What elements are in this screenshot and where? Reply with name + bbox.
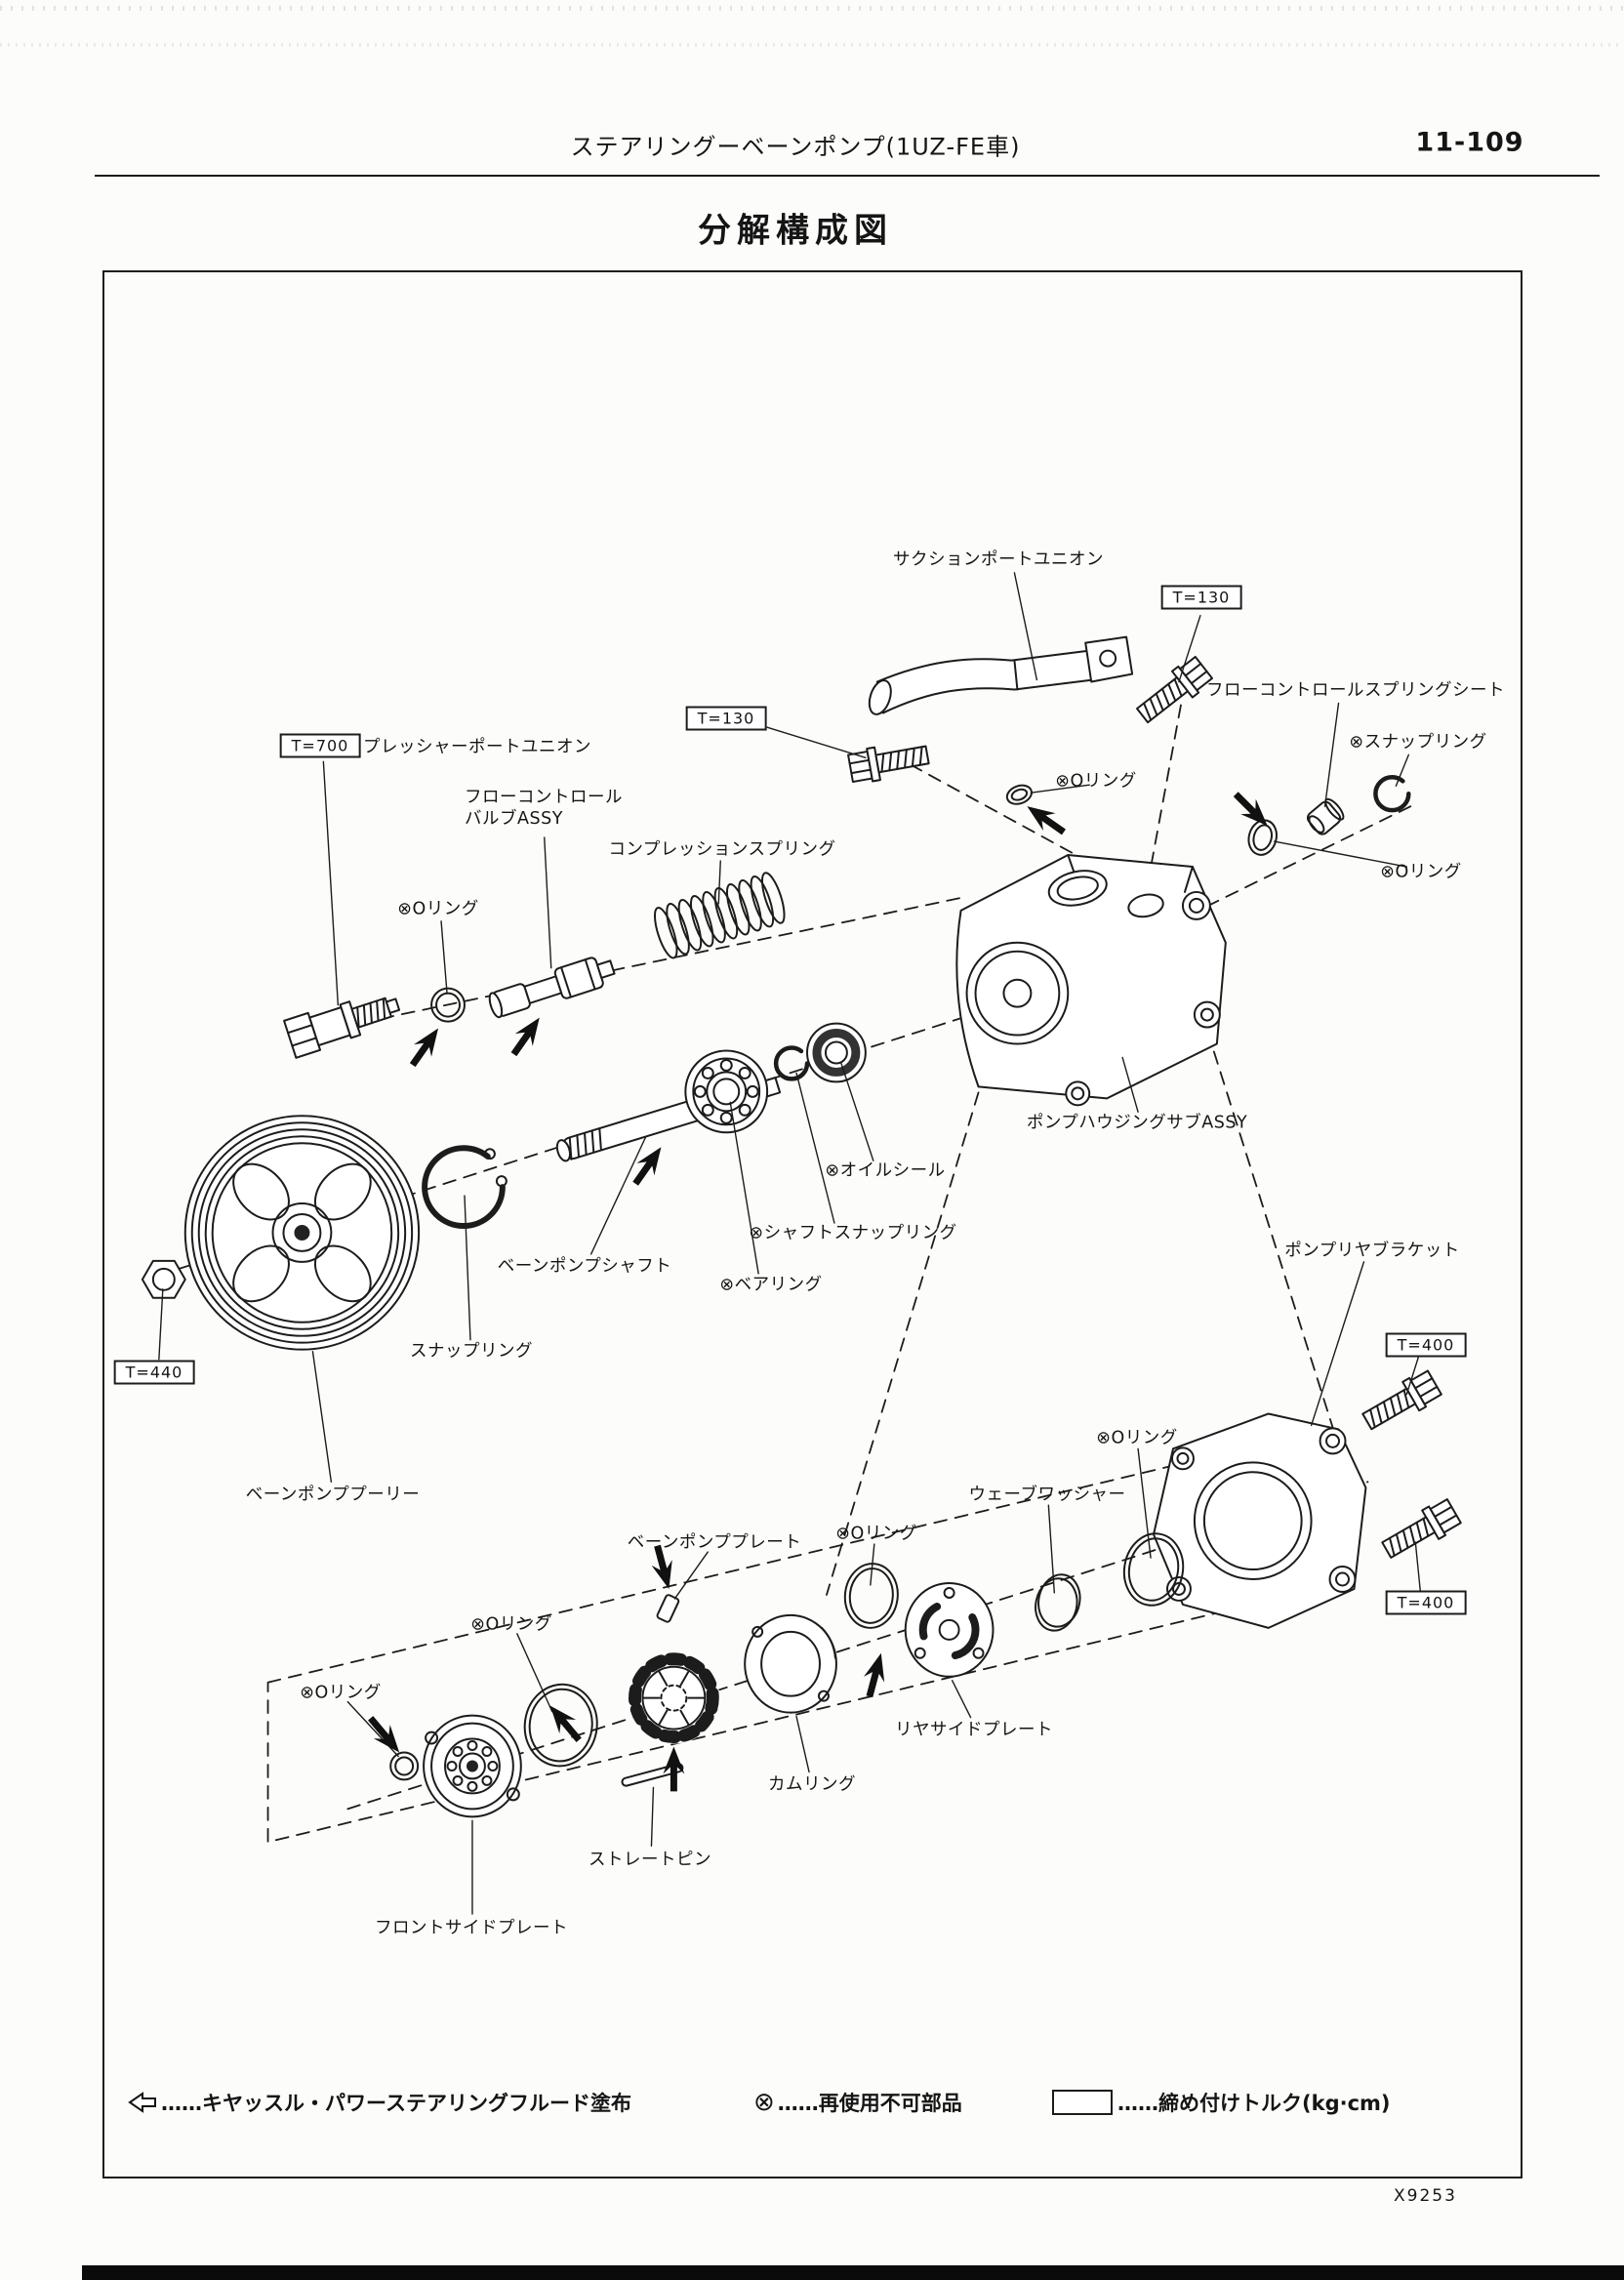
label-snap-ring-top: ⊗スナップリング [1349, 732, 1487, 753]
cast-arrow-icon [128, 2092, 156, 2113]
rear-bracket-drawing [1153, 1412, 1367, 1629]
oring-front-large-drawing [523, 1683, 598, 1768]
non-reusable-icon: ⊗ [753, 2088, 775, 2117]
label-pressure-port-union: プレッシャーポートユニオン [363, 737, 591, 757]
oring-left-drawing [430, 987, 466, 1023]
label-vane-pump-plate: ベーンポンププレート [627, 1532, 802, 1553]
legend-torque-text: ……締め付けトルク(kg·cm) [1117, 2092, 1391, 2115]
label-shaft-snap-ring: ⊗シャフトスナップリング [749, 1223, 957, 1243]
label-oring-bracket: ⊗Oリング [1096, 1428, 1178, 1448]
diagram-title: 分解構成図 [698, 211, 893, 251]
suction-port-union-drawing [868, 635, 1134, 715]
header-rule [95, 175, 1600, 177]
oil-seal-drawing [806, 1022, 867, 1083]
vane-plate-drawing [656, 1594, 680, 1623]
label-oring-top-center: ⊗Oリング [1055, 771, 1137, 792]
legend-torque: ……締め付けトルク(kg·cm) [1052, 2088, 1391, 2117]
label-oring-front-small: ⊗Oリング [300, 1683, 382, 1703]
snap-ring-drawing [422, 1145, 508, 1229]
scan-artifact [0, 6, 1624, 11]
label-oil-seal: ⊗オイルシール [825, 1160, 946, 1181]
flow-control-valve-drawing [488, 957, 616, 1019]
union-bolt-left-drawing [846, 737, 932, 786]
label-suction-port-union: サクションポートユニオン [893, 550, 1104, 570]
pump-housing-drawing [955, 854, 1227, 1107]
bracket-bolt-bottom-drawing [1377, 1495, 1464, 1566]
label-flow-control-valve: フローコントロール バルブASSY [465, 788, 623, 829]
label-flow-control-spring-seat: フローコントロールスプリングシート [1206, 680, 1505, 701]
label-oring-left: ⊗Oリング [397, 899, 479, 919]
torque-box-t400-bottom: T=400 [1385, 1590, 1467, 1615]
running-head-title: ステアリングーベーンポンプ(1UZ-FE車) [570, 133, 1021, 161]
cam-ring-drawing [744, 1613, 837, 1714]
oring-top-center-drawing [1005, 784, 1033, 805]
rear-side-plate-drawing [904, 1581, 995, 1678]
label-vane-pump-shaft: ベーンポンプシャフト [497, 1256, 672, 1277]
front-side-plate-drawing [423, 1714, 522, 1818]
snap-ring-top-drawing [1373, 775, 1411, 813]
label-rear-side-plate: リヤサイドプレート [895, 1720, 1053, 1740]
page-number: 11-109 [1415, 127, 1524, 158]
label-oring-top-right: ⊗Oリング [1380, 862, 1462, 882]
oring-bracket-drawing [1122, 1532, 1185, 1607]
label-snap-ring: スナップリング [410, 1341, 533, 1362]
label-pump-housing-sub-assy: ポンプハウジングサブASSY [1026, 1113, 1248, 1133]
shaft-snap-ring-drawing [773, 1045, 810, 1081]
pulley-nut-drawing [141, 1259, 186, 1299]
bracket-bolt-top-drawing [1358, 1366, 1444, 1438]
torque-box-t130-left: T=130 [685, 706, 767, 731]
legend-fluid-text: ……キヤッスル・パワーステアリングフルード塗布 [161, 2092, 631, 2115]
label-cam-ring: カムリング [768, 1774, 856, 1795]
label-pump-rear-bracket: ポンプリヤブラケット [1284, 1241, 1460, 1261]
torque-box-icon [1052, 2090, 1113, 2115]
label-oring-front-large: ⊗Oリング [470, 1614, 552, 1635]
label-oring-mid: ⊗Oリング [835, 1524, 917, 1544]
label-bearing: ⊗ベアリング [719, 1275, 823, 1295]
torque-box-t130-right: T=130 [1160, 585, 1242, 610]
torque-box-t440: T=440 [113, 1360, 195, 1385]
torque-box-t700: T=700 [279, 733, 361, 758]
bearing-drawing [684, 1049, 769, 1134]
oring-front-small-drawing [389, 1751, 420, 1781]
label-front-side-plate: フロントサイドプレート [375, 1918, 568, 1938]
label-compression-spring: コンプレッションスプリング [608, 839, 836, 860]
rotor-drawing [628, 1651, 720, 1744]
legend-non-reusable-text: ……再使用不可部品 [777, 2092, 962, 2115]
pulley-drawing [183, 1115, 421, 1351]
legend-non-reusable: ⊗ ……再使用不可部品 [753, 2088, 962, 2117]
label-straight-pin: ストレートピン [589, 1850, 711, 1870]
label-vane-pump-pulley: ベーンポンププーリー [245, 1485, 421, 1505]
pressure-port-union-drawing [283, 997, 401, 1059]
compression-spring-drawing [653, 872, 786, 959]
legend-fluid: ……キヤッスル・パワーステアリングフルード塗布 [127, 2088, 631, 2117]
wave-washer-drawing [1035, 1573, 1081, 1632]
figure-code: X9253 [1394, 2186, 1457, 2206]
scan-artifact [0, 43, 1624, 47]
oring-mid-drawing [843, 1563, 899, 1629]
scan-edge-bar [82, 2265, 1624, 2280]
union-bolt-right-drawing [1131, 653, 1215, 730]
exploded-view-drawing [141, 572, 1464, 1915]
exploded-view-frame [102, 270, 1522, 2178]
torque-box-t400-top: T=400 [1385, 1332, 1467, 1358]
label-wave-washer: ウェーブワッシャー [968, 1485, 1126, 1505]
spring-seat-drawing [1306, 797, 1345, 835]
